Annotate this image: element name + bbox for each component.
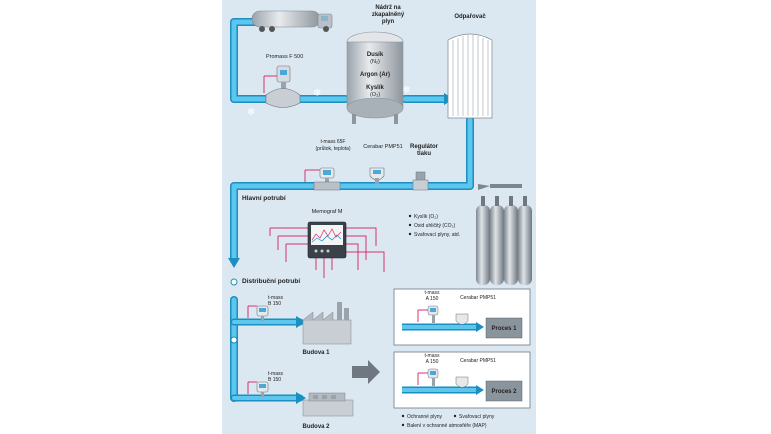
building-2-factory: [302, 392, 354, 417]
process-1-label: Proces 1: [491, 326, 517, 332]
junction-node: [230, 278, 238, 286]
tank-gas-oxygen: Kyslík: [366, 85, 384, 91]
memograf-label: Memograf M: [312, 209, 343, 215]
junction-node: [230, 336, 238, 344]
tmass-b150-label: B 150: [268, 301, 281, 307]
tmass-a150-label: t-mass: [425, 290, 441, 296]
promass-f500-meter: [263, 65, 301, 108]
tank-gas-nitrogen-formula: (N₂): [370, 59, 380, 65]
cerabar-label: Cerabar PMP51: [460, 295, 496, 301]
memograf-recorder: [307, 221, 347, 259]
tmass-b150-label: t-mass: [268, 295, 284, 301]
bottom-legend-bullets: [401, 414, 457, 427]
tank-gas-nitrogen: Dusík: [367, 52, 384, 58]
cylinder-legend-item: Oxid uhličitý (CO₂): [414, 223, 455, 229]
pipe-network: [230, 18, 474, 402]
tmass-b150-label: t-mass: [268, 371, 284, 377]
distribution-pipe-label: Distribuční potrubí: [242, 278, 300, 285]
liquid-gas-tank: [346, 31, 404, 124]
svg-text:❄: ❄: [247, 107, 255, 118]
tank-gas-argon: Argon (Ar): [360, 72, 390, 78]
bottom-legend-item: Balení v ochranné atmosféře (MAP): [407, 423, 487, 429]
tmass65f-meter: [304, 167, 341, 191]
tmass65f-label: (průtok, teplota): [315, 145, 350, 152]
tank-gas-oxygen-formula: (O₂): [370, 92, 380, 98]
process-2-label: Proces 2: [491, 389, 517, 395]
process-panel-1: [393, 288, 531, 346]
big-arrow-icon: [352, 360, 380, 384]
tank-title: Nádrž na: [375, 5, 401, 11]
tank-title: plyn: [382, 19, 395, 25]
evaporator-label: Odpařovač: [454, 14, 486, 20]
tmass-a150-label: t-mass: [425, 353, 441, 359]
evaporator: [447, 33, 493, 119]
bottom-legend-item: Svařovací plyny: [459, 414, 495, 420]
signal-lines: [269, 227, 385, 278]
promass-label: Promass F 500: [266, 54, 303, 60]
building-1-label: Budova 1: [302, 350, 330, 356]
tanker-truck: [251, 10, 333, 32]
bottom-legend-item: Ochranné plyny: [407, 414, 443, 420]
cerabar-sensor: [369, 167, 385, 184]
cold-icon: ❄ ❄ ❄: [247, 85, 410, 118]
regulator-label: tlaku: [417, 151, 431, 157]
tmass-a150-label: A 150: [426, 296, 439, 302]
tmass65f-label: t-mass 65F: [320, 139, 345, 145]
cerabar-label: Cerabar PMP51: [460, 358, 496, 364]
cylinder-legend: [408, 214, 412, 236]
cerabar-label: Cerabar PMP51: [363, 144, 402, 150]
main-pipe-label: Hlavní potrubí: [242, 195, 286, 202]
gas-cylinders: [476, 184, 532, 285]
tank-title: zkapalněný: [372, 12, 405, 18]
building-1-factory: [302, 302, 352, 345]
pressure-regulator: [412, 171, 429, 191]
building-2-label: Budova 2: [302, 424, 330, 430]
cylinder-legend-item: Svařovací plyny, atd.: [414, 232, 460, 238]
regulator-label: Regulátor: [410, 144, 439, 150]
tmass-b150-meter: [247, 305, 269, 321]
cylinder-legend-item: Kyslík (O₂): [414, 214, 438, 220]
tmass-b150-meter: [247, 381, 269, 397]
process-panel-2: [393, 351, 531, 409]
tmass-b150-label: B 150: [268, 377, 281, 383]
svg-text:❄: ❄: [402, 85, 410, 96]
svg-text:❄: ❄: [313, 88, 321, 99]
tmass-a150-label: A 150: [426, 359, 439, 365]
